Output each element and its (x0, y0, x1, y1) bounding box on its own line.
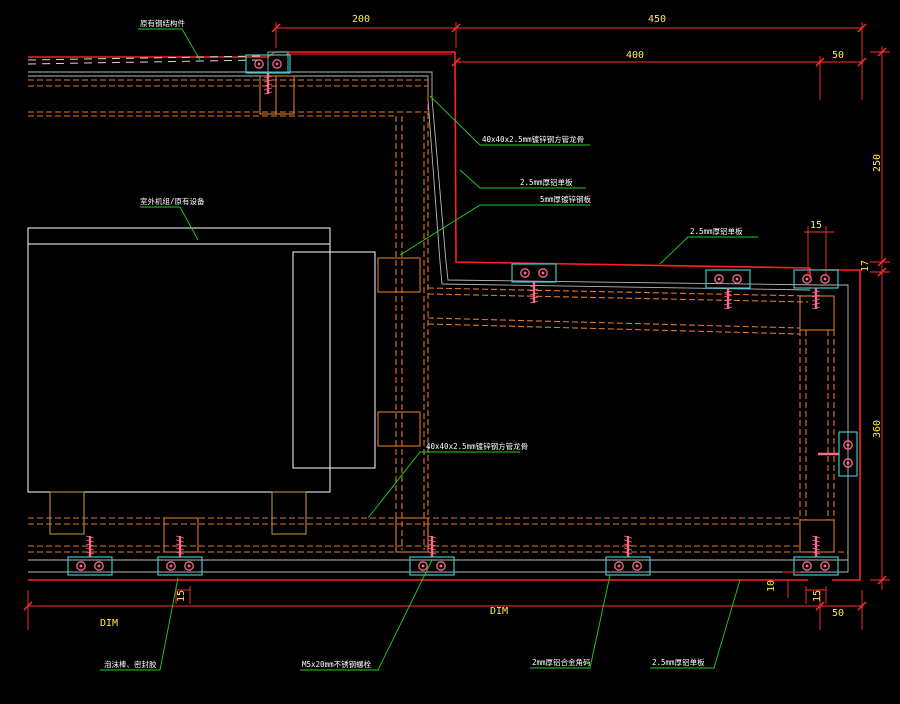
equipment-body (27, 243, 331, 493)
label-square-tube-mid: 40x40x2.5mm镀锌钢方管龙骨 (426, 441, 528, 451)
top-square-tube (259, 75, 295, 115)
bracket-9 (793, 535, 839, 576)
equipment-top-band (27, 227, 331, 245)
equipment-foot-right (271, 491, 307, 535)
existing-equipment (27, 227, 376, 535)
dim-50-top: 50 (832, 50, 844, 61)
equipment-flange (292, 251, 376, 469)
dim-dim-mid: DIM (490, 606, 508, 617)
label-aluminum-sheet-bottom: 2.5mm厚铝单板 (652, 657, 705, 667)
label-aluminum-sheet-top: 2.5mm厚铝单板 (520, 177, 573, 187)
bracket-7 (409, 535, 455, 576)
steel-frame (28, 75, 848, 553)
label-bolt: M5x20mm不锈钢螺栓 (302, 659, 372, 669)
dim-50-bottom: 50 (832, 608, 844, 619)
top-dashed-edge (27, 55, 263, 65)
dim-10: 10 (766, 580, 777, 592)
dimension-ticks (23, 23, 887, 611)
bracket-5 (67, 535, 113, 576)
label-aluminum-sheet-right: 2.5mm厚铝单板 (690, 226, 743, 236)
dim-400: 400 (626, 50, 644, 61)
bracket-group (67, 51, 858, 576)
bracket-8 (605, 535, 651, 576)
bracket-2 (511, 263, 557, 304)
dim-250: 250 (872, 154, 883, 172)
cladding-panels (28, 51, 861, 581)
dimension-lines (27, 22, 890, 630)
leader-lines (100, 28, 758, 671)
equipment-foot-left (49, 491, 85, 535)
annotation-labels: 原有钢结构件 40x40x2.5mm镀锌钢方管龙骨 2.5mm厚铝单板 5mm厚… (104, 18, 743, 669)
top-tube-fastener (267, 51, 289, 73)
dim-17: 17 (860, 260, 871, 272)
label-equipment: 室外机组/原有设备 (140, 196, 205, 206)
bracket-right-wall (818, 431, 858, 477)
dim-360: 360 (872, 420, 883, 438)
dim-15-top: 15 (810, 220, 822, 231)
post-bracket-lower (377, 411, 421, 447)
label-square-tube-top: 40x40x2.5mm镀锌钢方管龙骨 (482, 134, 584, 144)
post-bracket-upper (377, 257, 421, 293)
dim-15-bottom-right: 15 (812, 590, 823, 602)
dim-450: 450 (648, 14, 666, 25)
right-return-sheet (822, 269, 861, 581)
dim-200: 200 (352, 14, 370, 25)
label-angle-bracket: 2mm厚铝合金角码 (532, 657, 591, 667)
dim-dim-left: DIM (100, 618, 118, 629)
bottom-post-base (395, 517, 429, 553)
dim-15-bottom-left: 15 (176, 590, 187, 602)
label-steel-plate-5mm: 5mm厚镀锌钢板 (540, 194, 592, 204)
label-existing-steel: 原有钢结构件 (140, 18, 185, 28)
dimension-labels: 200 450 400 50 250 17 360 15 15 15 10 50… (100, 14, 883, 629)
liner-lines (28, 71, 849, 573)
bracket-3 (705, 269, 751, 310)
label-foam-sealant: 泡沫棒、密封胶 (104, 659, 157, 669)
bracket-4 (793, 269, 839, 310)
bracket-6 (157, 535, 203, 576)
